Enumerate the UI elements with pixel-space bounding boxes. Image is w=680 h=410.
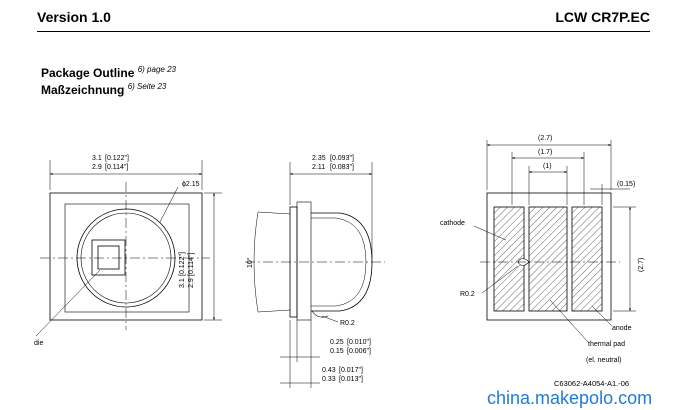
- side-radius-leader: [321, 315, 339, 323]
- bottom-thermal-pad: [528, 206, 568, 312]
- front-die-label: die: [34, 340, 43, 347]
- bottom-radius-label: R0.2: [460, 291, 475, 298]
- bottom-package-outline: [486, 192, 612, 321]
- side-thick-dim-a-in: [0.010"]: [347, 339, 371, 346]
- watermark: china.makepolo.com: [487, 388, 653, 408]
- side-view: [245, 162, 385, 388]
- bottom-dim-gap: (0.15): [617, 181, 635, 188]
- bottom-dim-middle: (1.7): [538, 149, 552, 156]
- bottom-anode-leader: [591, 305, 613, 327]
- front-width-dim-b-in: [0.114"]: [105, 164, 128, 171]
- side-view-labels: 2.35 2.11 [0.093"] [0.083"] 10° R0.2 0.2…: [246, 155, 371, 383]
- side-thick-dim-b-in: [0.006"]: [347, 348, 371, 355]
- front-height-dim-b-in: [0.114"]: [188, 253, 195, 276]
- side-total-dim-b: 0.33: [322, 376, 336, 383]
- bottom-cathode-label: cathode: [440, 220, 465, 227]
- side-total-dim-a-in: [0.017"]: [339, 367, 363, 374]
- side-width-dim-a-in: [0.093"]: [330, 155, 354, 162]
- bottom-dim-outer: (2.7): [538, 135, 552, 142]
- header-part-number: LCW CR7P.EC: [555, 9, 650, 25]
- side-angle-top: [257, 211, 291, 215]
- front-diameter: ϕ2.15: [182, 181, 200, 188]
- side-notch: [311, 310, 329, 318]
- header-rule: [37, 31, 650, 32]
- side-total-dim-a: 0.43: [322, 367, 336, 374]
- bottom-anode-label: anode: [612, 325, 632, 332]
- bottom-el-neutral-label: (el. neutral): [586, 357, 621, 364]
- side-angle-bottom: [257, 309, 291, 313]
- front-height-dim-b: 2.9: [188, 278, 195, 288]
- drawing-code: C63062-A4054-A1.-06: [554, 379, 629, 388]
- front-diameter-leader: [159, 186, 179, 223]
- side-thick-dim-b: 0.15: [330, 348, 344, 355]
- bottom-anode-pad: [571, 206, 603, 312]
- side-thick-dim-a: 0.25: [330, 339, 344, 346]
- bottom-radius-leader: [481, 265, 519, 294]
- front-view: [35, 160, 222, 337]
- side-width-dim-b: 2.11: [312, 164, 325, 171]
- bottom-view-labels: (2.7) (1.7) (1) (0.15) (2.7) cathode R0.…: [440, 135, 645, 364]
- bottom-cathode-leader: [473, 225, 507, 241]
- bottom-view: [473, 140, 636, 343]
- front-die-frame: [91, 239, 126, 276]
- section-title-en: Package Outline 6) page 23: [41, 65, 176, 80]
- section-ref-de: 6) Seite 23: [127, 82, 167, 91]
- front-width-dim-a: 3.1: [92, 155, 102, 162]
- bottom-cathode-pad: [493, 206, 525, 312]
- front-view-labels: 3.1 2.9 [0.122"] [0.114"] ϕ2.15 die 3.1 …: [34, 155, 200, 347]
- front-height-dim-a: 3.1: [179, 278, 186, 288]
- section-title-de-text: Maßzeichnung: [41, 83, 125, 97]
- section-title-de: Maßzeichnung 6) Seite 23: [41, 82, 166, 97]
- bottom-thermal-pad-label: thermal pad: [588, 341, 625, 348]
- header-version: Version 1.0: [37, 9, 111, 25]
- bottom-dim-inner: (1): [543, 163, 552, 170]
- section-ref-en: 6) page 23: [137, 65, 176, 74]
- front-width-dim-a-in: [0.122"]: [105, 155, 129, 162]
- front-package-outline: [49, 192, 203, 321]
- side-angle-label: 10°: [246, 257, 254, 268]
- bottom-thermal-leader: [549, 299, 589, 343]
- front-height-dim-a-in: [0.122"]: [179, 252, 186, 276]
- section-title-en-text: Package Outline: [41, 66, 135, 80]
- side-width-dim-b-in: [0.083"]: [330, 164, 354, 171]
- side-total-dim-b-in: [0.013"]: [339, 376, 363, 383]
- front-width-dim-b: 2.9: [92, 164, 102, 171]
- front-die: [97, 245, 120, 270]
- side-body-cap: [296, 201, 312, 321]
- bottom-dim-height: (2.7): [638, 258, 645, 272]
- front-die-leader: [35, 269, 101, 337]
- side-radius-label: R0.2: [340, 320, 355, 327]
- side-width-dim-a: 2.35: [312, 155, 326, 162]
